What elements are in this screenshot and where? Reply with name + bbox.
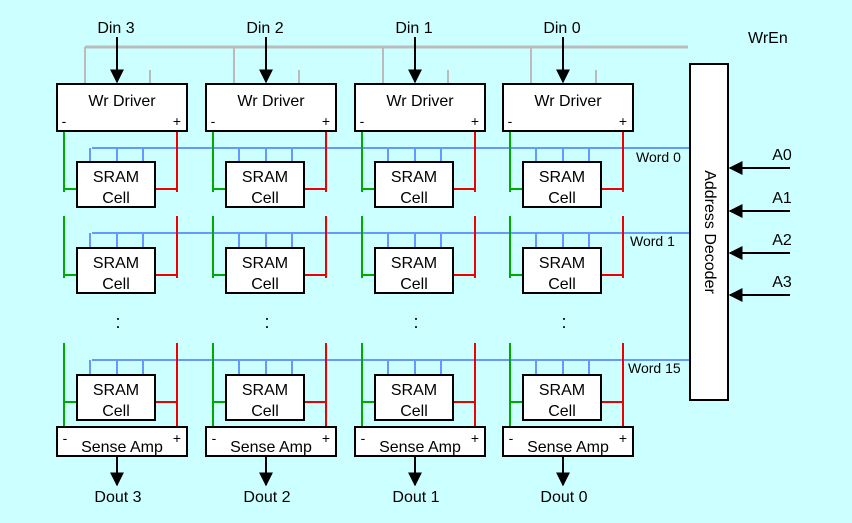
sram-cell-box <box>374 374 454 421</box>
sram-label-line2: Cell <box>400 403 428 420</box>
plus-sign: + <box>173 113 181 129</box>
sram-cell-box <box>374 161 454 208</box>
word-label: Word 0 <box>636 149 681 165</box>
plus-sign: + <box>173 430 181 446</box>
ellipsis: : <box>413 312 418 332</box>
sense-amp-box <box>205 426 337 457</box>
minus-sign: - <box>63 430 68 446</box>
wr-driver-label: Wr Driver <box>534 93 602 110</box>
sram-label-line2: Cell <box>102 276 130 293</box>
sram-label-line2: Cell <box>102 403 130 420</box>
sense-amp-label: Sense Amp <box>527 439 609 456</box>
sense-amp-box <box>354 426 486 457</box>
wr-driver-label: Wr Driver <box>88 93 156 110</box>
sram-cell-box <box>225 247 305 294</box>
ellipsis: : <box>264 312 269 332</box>
sense-amp-label: Sense Amp <box>379 439 461 456</box>
minus-sign: - <box>508 113 513 129</box>
sram-cell-box <box>76 374 156 421</box>
wren-label: WrEn <box>748 30 788 47</box>
address-decoder-label: Address Decoder <box>701 170 718 294</box>
sram-label-line2: Cell <box>548 403 576 420</box>
ellipsis: : <box>115 312 120 332</box>
sense-amp-box <box>56 426 188 457</box>
address-decoder-box <box>689 63 729 401</box>
sram-label-line2: Cell <box>251 190 279 207</box>
wr-driver-box <box>354 83 486 132</box>
sram-label-line2: Cell <box>400 276 428 293</box>
minus-sign: - <box>211 113 216 129</box>
dout-label: Dout 0 <box>540 489 587 506</box>
address-label: A0 <box>772 147 792 164</box>
ellipsis: : <box>561 312 566 332</box>
sram-cell-box <box>374 247 454 294</box>
address-label: A1 <box>772 190 792 207</box>
sram-label-line1: SRAM <box>391 255 437 272</box>
minus-sign: - <box>509 430 514 446</box>
plus-sign: + <box>322 113 330 129</box>
sram-label-line2: Cell <box>251 403 279 420</box>
sram-cell-box <box>76 247 156 294</box>
word-label: Word 15 <box>628 360 681 376</box>
wr-driver-label: Wr Driver <box>237 93 305 110</box>
sram-label-line2: Cell <box>548 190 576 207</box>
sense-amp-box <box>502 426 634 457</box>
sram-cell-box <box>522 374 602 421</box>
plus-sign: + <box>619 113 627 129</box>
sram-label-line1: SRAM <box>242 255 288 272</box>
plus-sign: + <box>471 113 479 129</box>
sram-label-line1: SRAM <box>539 382 585 399</box>
sram-label-line1: SRAM <box>242 169 288 186</box>
minus-sign: - <box>62 113 67 129</box>
sram-label-line2: Cell <box>548 276 576 293</box>
plus-sign: + <box>619 430 627 446</box>
dout-label: Dout 3 <box>94 489 141 506</box>
sram-cell-box <box>76 161 156 208</box>
sram-label-line1: SRAM <box>93 382 139 399</box>
sram-label-line1: SRAM <box>391 382 437 399</box>
sram-cell-box <box>522 247 602 294</box>
wr-driver-box <box>502 83 634 132</box>
address-label: A3 <box>772 274 792 291</box>
sram-label-line1: SRAM <box>539 169 585 186</box>
minus-sign: - <box>212 430 217 446</box>
sram-label-line1: SRAM <box>242 382 288 399</box>
din-label: Din 0 <box>543 20 580 37</box>
plus-sign: + <box>471 430 479 446</box>
din-label: Din 3 <box>97 20 134 37</box>
sram-label-line1: SRAM <box>391 169 437 186</box>
sram-cell-box <box>225 374 305 421</box>
wr-driver-box <box>56 83 188 132</box>
dout-label: Dout 1 <box>392 489 439 506</box>
address-label: A2 <box>772 232 792 249</box>
sram-cell-box <box>225 161 305 208</box>
sram-cell-box <box>522 161 602 208</box>
sense-amp-label: Sense Amp <box>230 439 312 456</box>
wr-driver-box <box>205 83 337 132</box>
sram-label-line1: SRAM <box>539 255 585 272</box>
wr-driver-label: Wr Driver <box>386 93 454 110</box>
din-label: Din 1 <box>395 20 432 37</box>
sram-label-line2: Cell <box>102 190 130 207</box>
sram-label-line2: Cell <box>251 276 279 293</box>
minus-sign: - <box>360 113 365 129</box>
plus-sign: + <box>322 430 330 446</box>
dout-label: Dout 2 <box>243 489 290 506</box>
word-label: Word 1 <box>630 233 675 249</box>
sram-label-line1: SRAM <box>93 255 139 272</box>
minus-sign: - <box>361 430 366 446</box>
din-label: Din 2 <box>246 20 283 37</box>
sram-label-line1: SRAM <box>93 169 139 186</box>
sense-amp-label: Sense Amp <box>81 439 163 456</box>
sram-label-line2: Cell <box>400 190 428 207</box>
